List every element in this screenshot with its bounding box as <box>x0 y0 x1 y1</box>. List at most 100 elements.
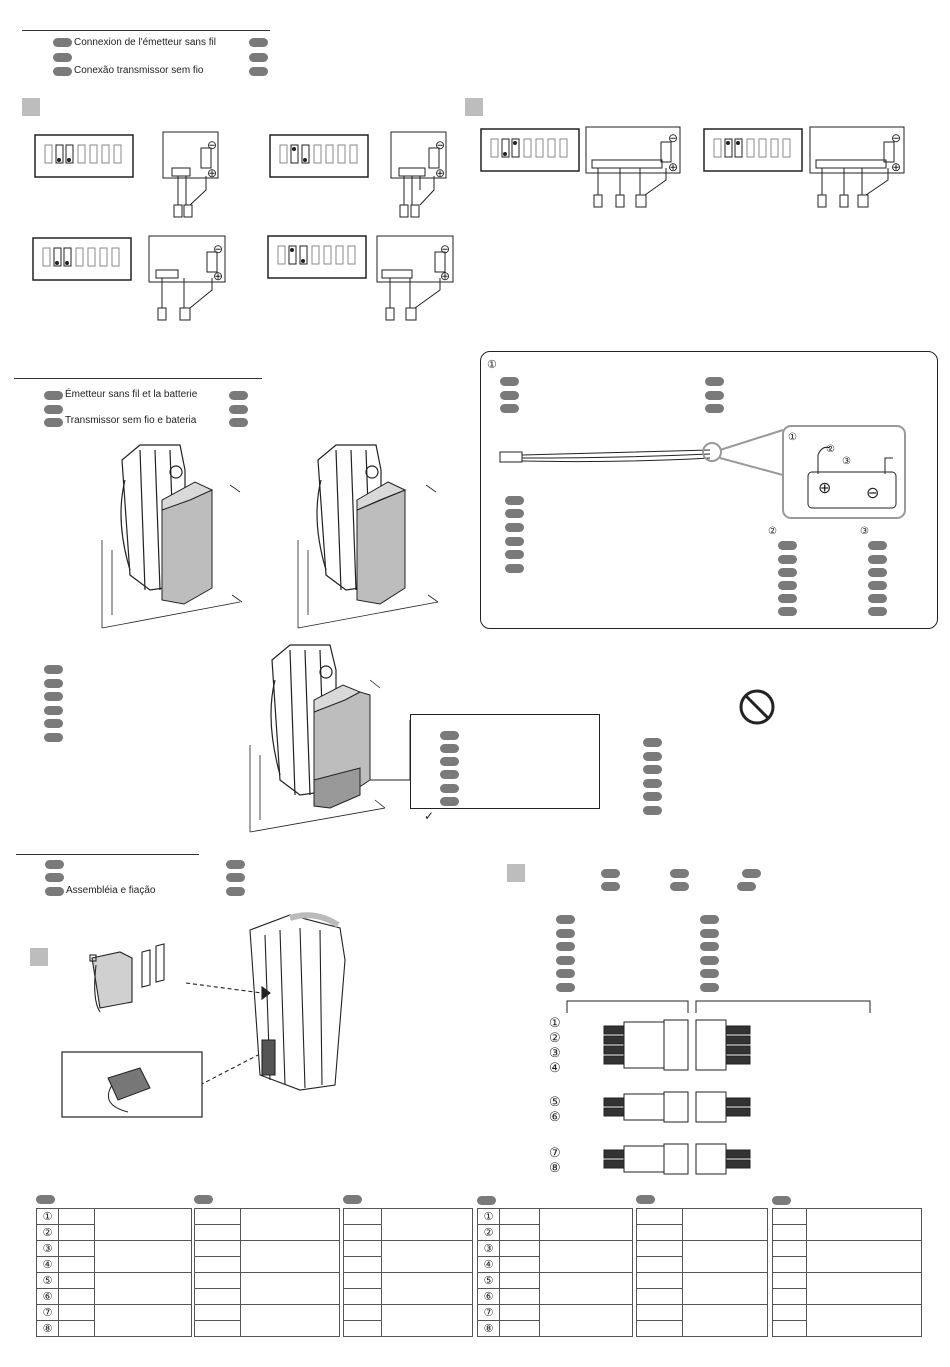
lang-badge <box>44 405 63 414</box>
section-rule-connection <box>22 30 270 31</box>
lang-badge <box>643 792 662 801</box>
callout-3: ③ <box>860 526 869 537</box>
lang-badge <box>500 377 519 386</box>
lang-badge <box>44 418 63 427</box>
lang-badge <box>440 731 459 740</box>
lang-badge <box>643 806 662 815</box>
lang-badge <box>556 929 575 938</box>
connector-num-3: ③ <box>549 1045 561 1060</box>
polarity-plus: ⊕ <box>207 166 218 180</box>
lang-badge <box>44 665 63 674</box>
lang-badge <box>868 594 887 603</box>
assembly-illustration <box>61 912 346 1118</box>
lang-badge <box>556 942 575 951</box>
lang-badge <box>44 706 63 715</box>
battery-minus: ⊖ <box>866 485 880 502</box>
lang-badge <box>601 869 620 878</box>
lang-badge <box>505 550 524 559</box>
connector-brackets <box>566 1000 871 1175</box>
lang-badge <box>868 555 887 564</box>
lang-badge <box>700 956 719 965</box>
callout-2: ② <box>826 444 835 455</box>
lang-badge <box>705 404 724 413</box>
callout-2: ② <box>768 526 777 537</box>
polarity-plus: ⊕ <box>213 269 224 283</box>
wiring-table-left-3 <box>343 1208 473 1337</box>
polarity-minus: ⊖ <box>435 138 446 152</box>
lang-badge <box>700 929 719 938</box>
wiring-table-right-3 <box>772 1208 922 1337</box>
lang-badge <box>53 67 72 76</box>
lang-badge <box>505 509 524 518</box>
motor-holder-illustration <box>249 644 411 833</box>
lang-badge <box>500 404 519 413</box>
callout-3: ③ <box>842 456 851 467</box>
lang-badge <box>778 607 797 616</box>
lang-badge <box>44 391 63 400</box>
lang-badge <box>705 391 724 400</box>
lang-badge <box>868 607 887 616</box>
lang-badge <box>700 942 719 951</box>
connector-num-6: ⑥ <box>549 1109 561 1124</box>
lang-badge <box>226 860 245 869</box>
lang-badge <box>636 1195 655 1204</box>
step-marker <box>22 98 40 116</box>
battery-plus: ⊕ <box>818 480 832 497</box>
lang-badge <box>556 956 575 965</box>
dip-diagrams-right <box>480 126 905 208</box>
connector-num-5: ⑤ <box>549 1094 561 1109</box>
lang-badge <box>505 523 524 532</box>
lang-badge <box>772 1196 791 1205</box>
section-rule-battery <box>14 378 262 379</box>
title-battery-pt: Transmissor sem fio e bateria <box>65 415 197 426</box>
polarity-minus: ⊖ <box>207 138 218 152</box>
polarity-minus: ⊖ <box>668 131 679 145</box>
lang-badge <box>477 1196 496 1205</box>
lang-badge <box>505 537 524 546</box>
lang-badge <box>705 377 724 386</box>
lang-badge <box>440 784 459 793</box>
lang-badge <box>343 1195 362 1204</box>
lang-badge <box>194 1195 213 1204</box>
lang-badge <box>778 594 797 603</box>
lang-badge <box>643 752 662 761</box>
lang-badge <box>36 1195 55 1204</box>
lang-badge <box>700 969 719 978</box>
wiring-table-left-1: ① ② ③ ④ ⑤ ⑥ ⑦ ⑧ <box>36 1208 192 1337</box>
lang-badge <box>44 692 63 701</box>
lang-badge <box>440 744 459 753</box>
lang-badge <box>45 887 64 896</box>
prohibited-icon <box>739 689 775 725</box>
lang-badge <box>556 915 575 924</box>
lang-badge <box>45 873 64 882</box>
polarity-minus: ⊖ <box>440 242 451 256</box>
battery-cable-illustration <box>499 425 906 519</box>
lang-badge <box>500 391 519 400</box>
lang-badge <box>226 887 245 896</box>
polarity-minus: ⊖ <box>213 242 224 256</box>
polarity-plus: ⊕ <box>891 160 902 174</box>
lang-badge <box>778 541 797 550</box>
step-marker <box>507 864 525 882</box>
lang-badge <box>229 405 248 414</box>
lang-badge <box>643 738 662 747</box>
lang-badge <box>742 869 761 878</box>
lang-badge <box>505 564 524 573</box>
title-battery-fr: Émetteur sans fil et la batterie <box>65 389 198 400</box>
lang-badge <box>44 719 63 728</box>
lang-badge <box>778 568 797 577</box>
lang-badge <box>868 581 887 590</box>
lang-badge <box>868 568 887 577</box>
callout-1: ① <box>487 359 497 371</box>
section-rule-assembly <box>16 854 199 855</box>
motor-battery-illustrations <box>101 444 439 629</box>
polarity-plus: ⊕ <box>440 269 451 283</box>
lang-badge <box>778 555 797 564</box>
title-assembly-pt: Assembléia e fiação <box>66 885 156 896</box>
connector-num-4: ④ <box>549 1060 561 1075</box>
lang-badge <box>670 869 689 878</box>
lang-badge <box>53 53 72 62</box>
check-mark: ✓ <box>424 809 435 823</box>
lang-badge <box>700 983 719 992</box>
lang-badge <box>601 882 620 891</box>
